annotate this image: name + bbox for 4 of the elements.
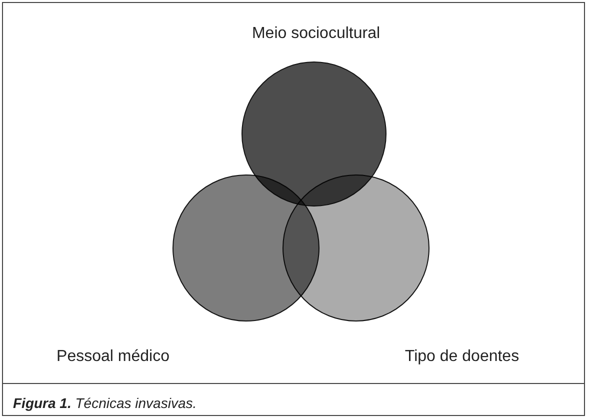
circle-label: Pessoal médico [56, 348, 170, 366]
figure-caption: Figura 1. Técnicas invasivas. [13, 395, 197, 411]
circle-label: Meio sociocultural [252, 25, 380, 43]
circle-label: Tipo de doentes [404, 348, 520, 366]
